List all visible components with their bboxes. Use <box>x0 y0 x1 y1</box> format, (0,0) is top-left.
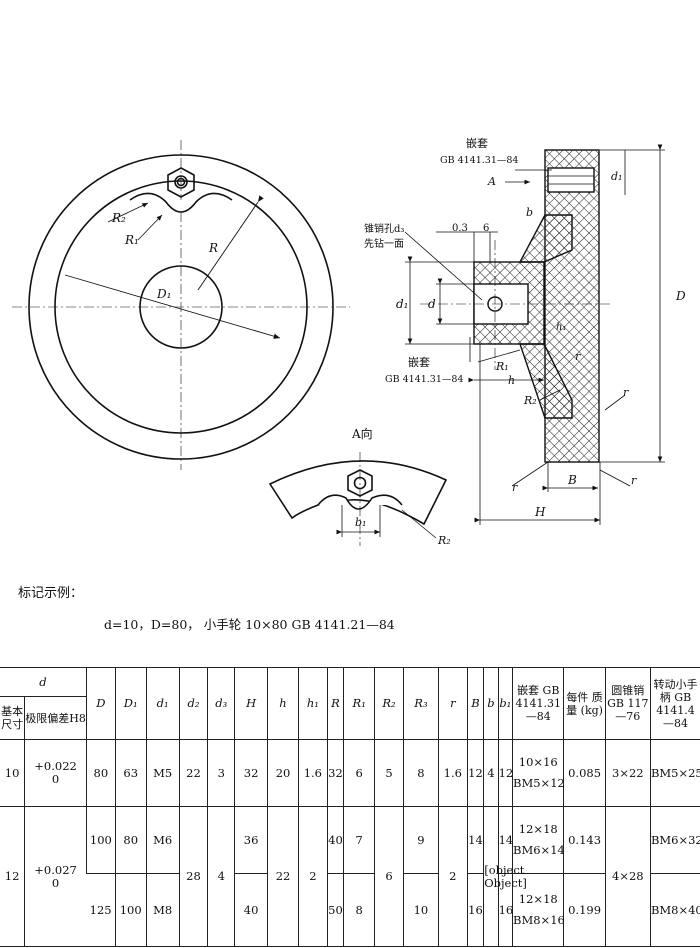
label-R1-section: R₁ <box>495 360 509 373</box>
label-insert-bottom: 嵌套 <box>408 356 430 369</box>
label-D: D <box>675 289 686 303</box>
label-d1-top: d₁ <box>611 170 622 183</box>
label-b1-view-a: b₁ <box>355 516 366 529</box>
header-D1: D₁ <box>114 667 147 740</box>
label-D1-front: D₁ <box>156 287 171 301</box>
header-H: H <box>234 667 268 740</box>
label-dim-0-3: 0.3 <box>452 223 468 234</box>
header-b: b <box>483 667 499 740</box>
header-R1: R₁ <box>343 667 375 740</box>
label-h: h <box>508 374 515 387</box>
header-R3: R₃ <box>402 667 439 740</box>
label-pin-hole: 锥销孔d₃ <box>364 222 404 235</box>
header-pin: 圆锥销 GB 117 —76 <box>604 667 651 740</box>
section-view <box>404 144 665 525</box>
label-r-left: r <box>512 481 518 494</box>
label-r-small: r <box>575 350 581 363</box>
label-dim-6: 6 <box>483 223 489 234</box>
label-b: b <box>526 206 533 219</box>
label-H: H <box>534 505 546 519</box>
label-r-bottom: r <box>631 474 637 487</box>
header-d2: d₂ <box>178 667 208 740</box>
label-arrow-A: A <box>487 175 496 188</box>
label-view-a-title: A向 <box>351 426 373 441</box>
label-R2-section: R₂ <box>523 394 537 407</box>
handwheel-drawing: R₂ R₁ R D₁ <box>12 137 686 547</box>
label-r-right: r <box>623 386 629 399</box>
label-R2-front: R₂ <box>111 211 126 225</box>
header-mass: 每件 质量 (kg) <box>563 667 606 740</box>
header-d: d <box>0 667 87 697</box>
label-B: B <box>567 473 577 487</box>
header-R: R <box>326 667 344 740</box>
view-a <box>268 452 448 546</box>
caption-example: d=10，D=80， 小手轮 10×80 GB 4141.21—84 <box>104 617 395 632</box>
caption-heading: 标记示例： <box>18 586 84 601</box>
label-d1-section: d₁ <box>396 297 409 311</box>
label-R-front: R <box>208 241 218 255</box>
header-h1: h₁ <box>297 667 328 740</box>
header-b1: b₁ <box>497 667 513 740</box>
label-h1: h₁ <box>556 322 566 333</box>
header-d1: d₁ <box>145 667 180 740</box>
header-r: r <box>437 667 468 740</box>
front-view <box>12 140 350 470</box>
header-tol: 极限偏差H8 <box>24 696 87 740</box>
dimension-table: d D D₁ d₁ d₂ d₃ H h h₁ R R₁ R₂ R₃ r B b … <box>0 667 700 947</box>
label-R1-front: R₁ <box>124 233 139 247</box>
label-pin-note: 先钻一面 <box>364 237 404 250</box>
header-base: 基本尺寸 <box>0 696 25 740</box>
header-h: h <box>267 667 299 740</box>
label-insert-bottom-std: GB 4141.31—84 <box>385 374 463 385</box>
label-insert-top-std: GB 4141.31—84 <box>440 155 518 166</box>
label-R2-view-a: R₂ <box>437 534 451 547</box>
label-d-section: d <box>428 297 436 311</box>
header-D: D <box>85 667 116 740</box>
header-B: B <box>466 667 484 740</box>
label-insert-top: 嵌套 <box>466 137 488 150</box>
header-handle: 转动小手 柄 GB 4141.4—84 <box>649 667 700 740</box>
header-R2: R₂ <box>374 667 404 740</box>
header-insert: 嵌套 GB 4141.31 —84 <box>512 667 564 740</box>
hex-nut <box>167 167 195 198</box>
header-d3: d₃ <box>207 667 235 740</box>
